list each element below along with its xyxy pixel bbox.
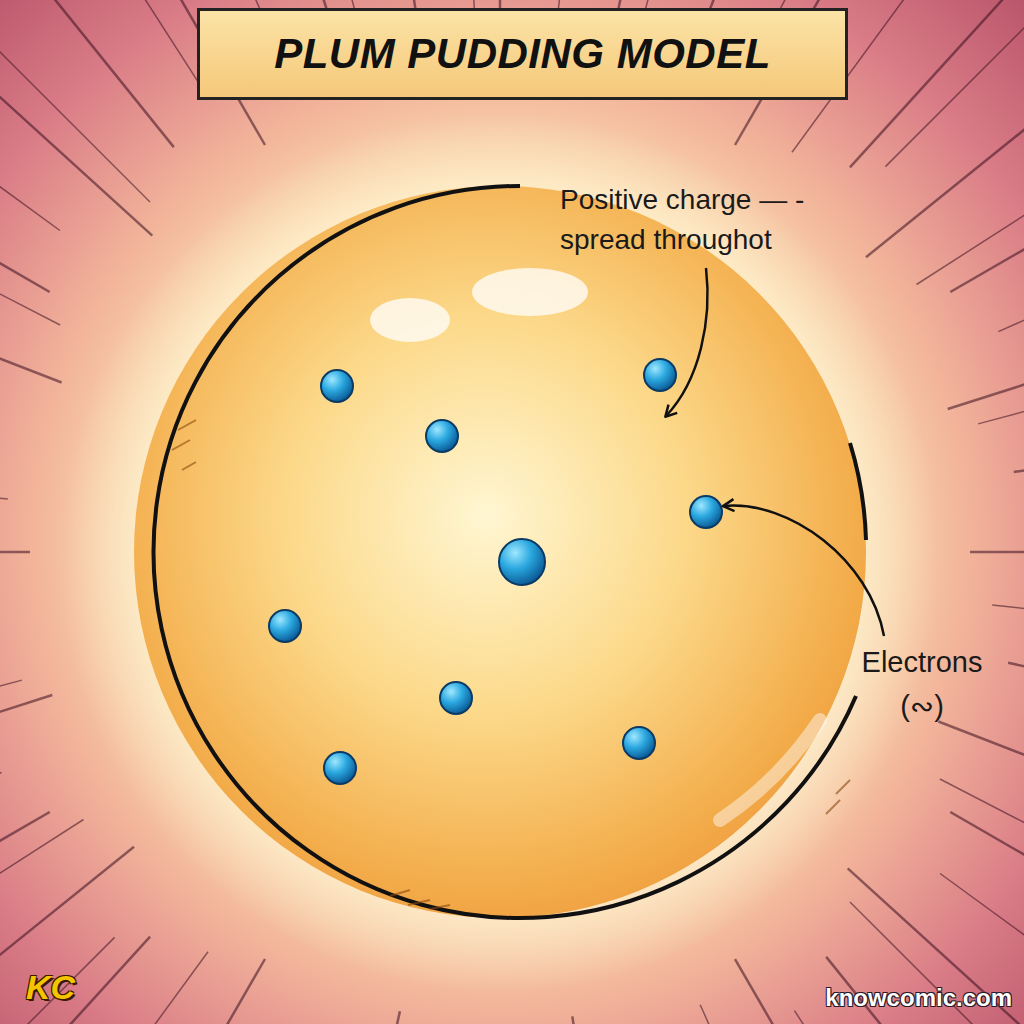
highlight xyxy=(472,268,588,316)
title-text: PLUM PUDDING MODEL xyxy=(274,30,771,78)
speed-line xyxy=(0,937,150,1024)
speed-line xyxy=(0,812,50,932)
leader-arrow xyxy=(724,506,884,636)
speed-line xyxy=(0,937,115,1024)
speed-line xyxy=(998,220,1024,331)
speed-line xyxy=(0,51,60,231)
speed-line xyxy=(978,324,1024,424)
sphere-shading-strokes xyxy=(172,420,850,909)
speed-line xyxy=(0,190,60,325)
speed-line xyxy=(948,294,1024,410)
speed-line xyxy=(52,952,208,1024)
speed-line xyxy=(970,551,1024,554)
electron xyxy=(623,727,655,759)
speed-line xyxy=(0,464,8,499)
highlight xyxy=(720,720,820,820)
callout-label: Electrons (∾) xyxy=(838,640,1006,728)
speed-line xyxy=(338,1011,400,1024)
electron xyxy=(321,370,353,402)
speed-line xyxy=(0,847,134,1024)
speed-line xyxy=(866,0,1024,257)
speed-line xyxy=(0,278,62,383)
electron xyxy=(269,610,301,642)
speed-line xyxy=(1014,435,1024,472)
watermark: knowcomic.com xyxy=(772,984,1012,1012)
sphere-glow xyxy=(60,112,940,992)
pudding-sphere xyxy=(134,186,866,918)
sphere-outline xyxy=(850,443,866,540)
speed-line xyxy=(992,605,1024,637)
leader-arrow xyxy=(666,268,707,416)
logo-mark: KC xyxy=(26,968,75,1007)
title-banner: PLUM PUDDING MODEL xyxy=(197,8,848,100)
speed-line xyxy=(0,820,84,1024)
speed-line xyxy=(1008,663,1024,727)
speed-line xyxy=(950,157,1024,292)
speed-line xyxy=(0,680,22,772)
speed-line xyxy=(4,0,173,147)
electron xyxy=(499,539,545,585)
sphere-outline xyxy=(154,186,856,918)
electron xyxy=(426,420,458,452)
electron xyxy=(644,359,676,391)
speed-line xyxy=(572,1016,621,1024)
speed-line xyxy=(57,0,206,93)
speed-line xyxy=(795,1011,927,1024)
callout-label: Positive charge — - spread throughot xyxy=(560,180,860,260)
highlight xyxy=(370,298,450,342)
electron xyxy=(440,682,472,714)
electrons xyxy=(269,359,722,784)
electron xyxy=(324,752,356,784)
speed-line xyxy=(0,695,52,801)
speed-line xyxy=(885,0,1024,167)
speed-line xyxy=(917,141,1024,284)
electron xyxy=(690,496,722,528)
speed-line xyxy=(0,772,2,871)
speed-line xyxy=(0,15,150,202)
speed-line xyxy=(850,0,1024,167)
speed-line xyxy=(0,551,30,554)
speed-line xyxy=(0,0,152,236)
speed-line xyxy=(700,1005,844,1024)
